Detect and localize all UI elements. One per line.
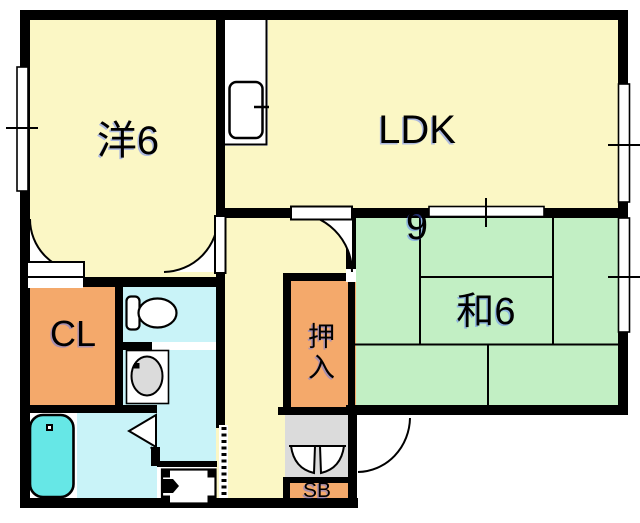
wall-closet-bath (20, 405, 157, 413)
refrigerator-space-floor (224, 20, 268, 146)
wall-oshiire-top (283, 273, 356, 281)
wall-shoebox-left (283, 477, 290, 508)
western-room-floor (20, 10, 628, 218)
toilet-room-floor (123, 287, 216, 342)
wall-left (20, 10, 30, 508)
ldk-label: LDK 9 (347, 58, 487, 250)
japanese-room-label: 和6 (456, 291, 516, 333)
hallway-floor (215, 208, 291, 498)
wall-laundry-bar (157, 461, 217, 467)
wall-mid-vertical (216, 10, 225, 428)
closet-label: CL (49, 313, 97, 354)
laundry-nook-floor (157, 462, 216, 503)
wall-top (20, 10, 628, 20)
shoebox-label: SB (302, 479, 331, 502)
oshiire-floor (283, 273, 356, 415)
wall-ldk-bottom (225, 208, 628, 218)
ldk-size-text: 9 (405, 204, 429, 248)
entrance-door-swing-arc (357, 417, 411, 473)
western-room-label: 洋6 (96, 119, 160, 163)
dressing-area-floor (77, 413, 157, 498)
wall-japanese-bottom (346, 405, 628, 415)
japanese-room-entry-gap (346, 269, 356, 282)
ldk-label-text: LDK (378, 108, 456, 152)
wall-shoebox-top (283, 477, 351, 483)
wall-oshiire-right (348, 281, 355, 415)
oshiire-label: 押入 (304, 322, 334, 384)
wall-oshiire-bottom (278, 407, 358, 415)
genkan-floor (285, 415, 351, 478)
closet-floor (20, 277, 123, 413)
wall-oshiire-left (283, 273, 291, 415)
toilet-door-gap (152, 342, 216, 350)
wall-closet-right (115, 277, 123, 413)
wall-genkan-right (348, 415, 357, 508)
